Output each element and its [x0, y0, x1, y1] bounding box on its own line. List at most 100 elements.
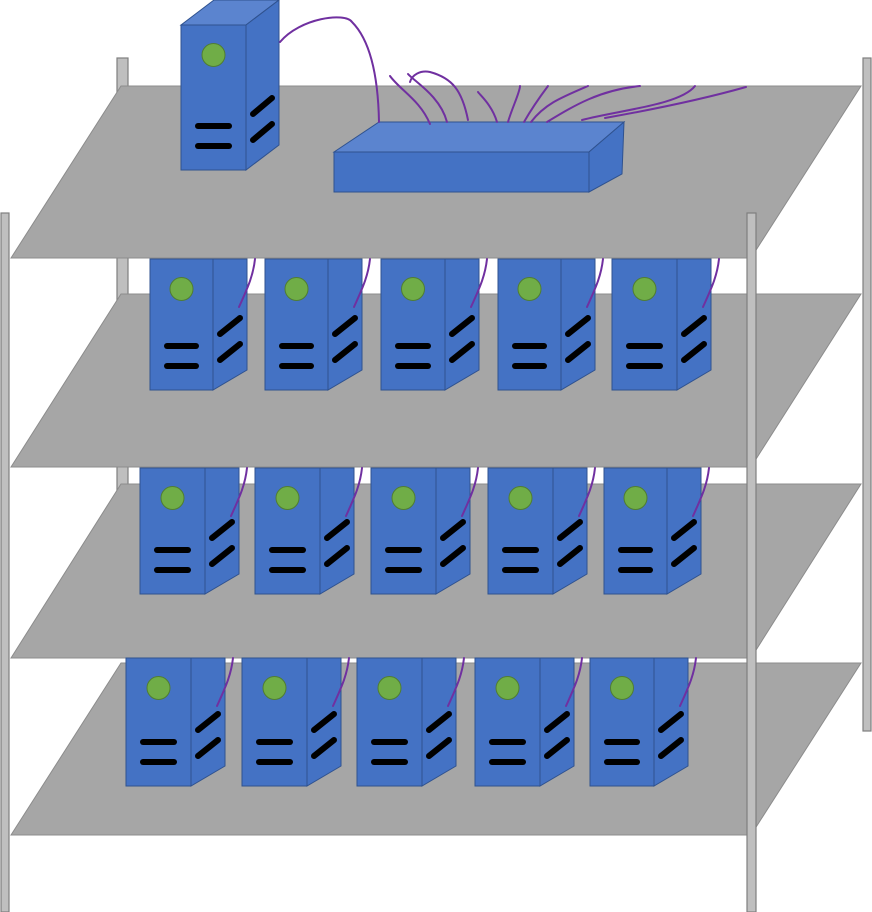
- server-unit-side-slot: [324, 519, 350, 541]
- server-unit-side-slot: [217, 315, 243, 337]
- switch-cable: [407, 73, 448, 123]
- server-unit: [139, 467, 240, 595]
- back-right-post: [862, 57, 872, 732]
- server-cable: [692, 467, 710, 517]
- server-unit: [589, 657, 689, 787]
- server-unit-status-led: [401, 277, 425, 301]
- server-unit-status-led: [169, 277, 194, 301]
- server-unit: [380, 258, 480, 391]
- server-unit-status-led: [623, 486, 648, 510]
- server-unit-side-slot: [440, 519, 466, 541]
- server-cable: [216, 657, 234, 707]
- server-cable: [679, 657, 697, 707]
- server-unit-status-led: [146, 676, 171, 700]
- switch-cable: [546, 85, 641, 123]
- server-cable: [702, 258, 720, 308]
- server-unit-status-led: [160, 486, 185, 510]
- server-unit-side-slot: [311, 711, 337, 733]
- server-unit-side-slot: [681, 341, 707, 363]
- server-cable: [470, 258, 488, 308]
- server-cable: [238, 258, 256, 308]
- server-unit: [603, 467, 702, 595]
- server-unit-side-slot: [209, 545, 235, 567]
- server-row-second-shelf: [149, 258, 720, 391]
- server-unit: [264, 258, 363, 391]
- server-cable: [230, 467, 248, 517]
- server-unit: [497, 258, 596, 391]
- switch-cable: [477, 91, 498, 123]
- server-unit-side-slot: [209, 519, 235, 541]
- server-unit: [149, 258, 248, 391]
- server-cable: [586, 258, 604, 308]
- server-unit: [370, 467, 471, 595]
- server-unit-side-slot: [195, 711, 221, 733]
- server-row-third-shelf: [139, 467, 710, 595]
- server-cable: [332, 657, 350, 707]
- server-unit-side-slot: [426, 737, 452, 759]
- server-unit: [611, 258, 712, 391]
- server-unit-side-slot: [565, 341, 591, 363]
- server-unit-side-slot: [557, 519, 583, 541]
- server-unit-side-slot: [681, 315, 707, 337]
- server-row-bottom-shelf: [125, 657, 697, 787]
- server-cable: [565, 657, 583, 707]
- top-server: [179, 0, 280, 172]
- server-unit: [487, 467, 588, 595]
- front-left-post: [0, 212, 10, 912]
- server-unit-status-led: [495, 676, 520, 700]
- server-cable: [345, 467, 363, 517]
- switch-cable: [389, 75, 431, 125]
- front-right-post: [746, 212, 757, 912]
- server-unit-side-slot: [671, 545, 697, 567]
- top-shelf-equipment: [179, 0, 747, 193]
- server-cable: [447, 657, 465, 707]
- server-unit-side-slot: [565, 315, 591, 337]
- server-unit-status-led: [508, 486, 533, 510]
- server-unit-status-led: [275, 486, 300, 510]
- switch-cable: [523, 85, 549, 123]
- server-unit-side-slot: [449, 341, 475, 363]
- switch-cable: [604, 86, 747, 119]
- server-unit-side-slot: [426, 711, 452, 733]
- server-unit-side-slot: [217, 341, 243, 363]
- top-server-side: [245, 0, 280, 172]
- server-unit-side-slot: [311, 737, 337, 759]
- server-unit-status-led: [391, 486, 416, 510]
- switch-cable: [507, 85, 521, 123]
- server-cable: [578, 467, 596, 517]
- switch-cable: [530, 85, 589, 123]
- server-unit-side-slot: [195, 737, 221, 759]
- server-units: [125, 0, 747, 787]
- server-unit-side-slot: [658, 711, 684, 733]
- server-unit: [254, 467, 355, 595]
- switch-cable: [409, 70, 469, 121]
- server-unit-side-slot: [332, 341, 358, 363]
- network-switch: [332, 120, 626, 193]
- server-unit: [474, 657, 575, 787]
- server-unit-side-slot: [557, 545, 583, 567]
- server-unit-status-led: [632, 277, 657, 301]
- top-server-side-slot: [250, 95, 275, 117]
- network-switch-front: [333, 151, 590, 193]
- front-posts: [0, 212, 757, 912]
- server-unit-status-led: [377, 676, 402, 700]
- server-unit-status-led: [262, 676, 287, 700]
- server-cable: [461, 467, 479, 517]
- top-server-side-slot: [250, 121, 275, 143]
- server-unit-side-slot: [449, 315, 475, 337]
- server-unit-side-slot: [440, 545, 466, 567]
- server-unit: [125, 657, 226, 787]
- server-unit-side-slot: [324, 545, 350, 567]
- server-unit-status-led: [284, 277, 309, 301]
- switch-cable: [581, 85, 696, 121]
- switch-uplink-cable: [279, 16, 380, 123]
- server-unit-status-led: [517, 277, 542, 301]
- server-unit-status-led: [610, 676, 634, 700]
- network-switch-top: [332, 121, 626, 153]
- server-unit-side-slot: [332, 315, 358, 337]
- server-cable: [353, 258, 371, 308]
- server-unit-side-slot: [544, 711, 570, 733]
- top-server-status-led: [201, 43, 226, 67]
